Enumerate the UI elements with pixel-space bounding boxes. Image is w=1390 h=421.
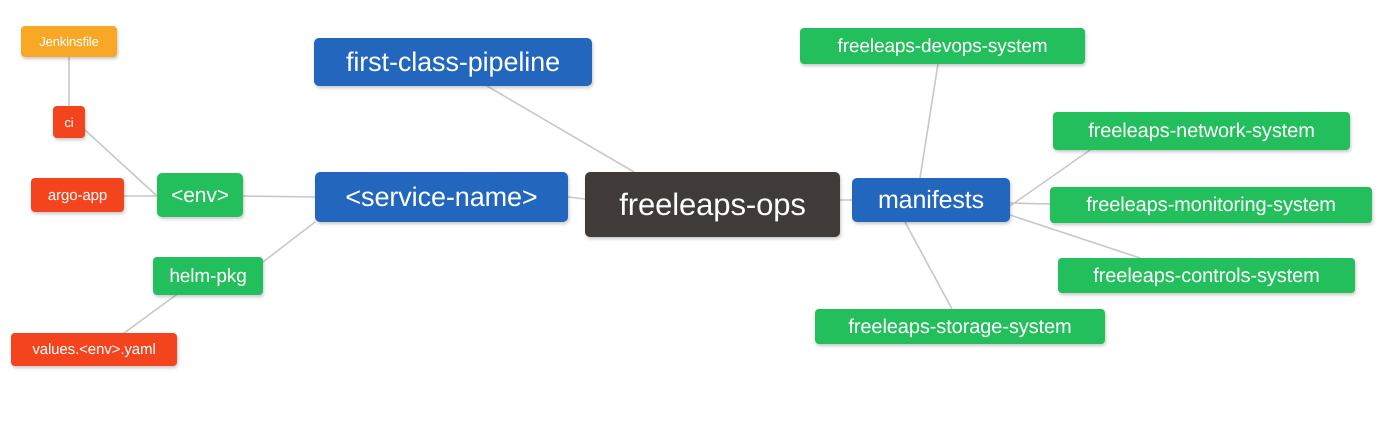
edge-pipeline-ops: [486, 85, 635, 173]
node-label-freeleaps-ops: freeleaps-ops: [619, 187, 806, 222]
node-label-argo-app: argo-app: [47, 186, 108, 204]
edge-manifests-storage: [904, 221, 953, 310]
node-freeleaps-storage-system[interactable]: freeleaps-storage-system: [815, 309, 1105, 344]
node-manifests[interactable]: manifests: [852, 178, 1010, 222]
edge-manifests-devops: [919, 63, 939, 179]
node-label-freeleaps-network-system: freeleaps-network-system: [1088, 120, 1315, 142]
node-freeleaps-network-system[interactable]: freeleaps-network-system: [1053, 112, 1350, 150]
node-label-first-class-pipeline: first-class-pipeline: [345, 46, 561, 77]
node-freeleaps-ops[interactable]: freeleaps-ops: [585, 172, 840, 237]
node-first-class-pipeline[interactable]: first-class-pipeline: [314, 38, 592, 86]
edge-manifests-monitoring: [1009, 202, 1051, 205]
node-label-freeleaps-storage-system: freeleaps-storage-system: [848, 315, 1072, 338]
node-service-name[interactable]: <service-name>: [315, 172, 568, 222]
node-label-ci: ci: [64, 114, 74, 130]
node-freeleaps-devops-system[interactable]: freeleaps-devops-system: [800, 28, 1085, 64]
node-jenkinsfile[interactable]: Jenkinsfile: [21, 26, 117, 57]
node-label-jenkinsfile: Jenkinsfile: [39, 34, 99, 49]
edge-helmpkg-values: [119, 294, 177, 337]
edge-servicename-helmpkg: [262, 221, 316, 263]
node-label-manifests: manifests: [877, 185, 985, 214]
node-label-values-yaml: values.<env>.yaml: [32, 341, 156, 358]
node-ci[interactable]: ci: [53, 106, 85, 138]
node-label-env: <env>: [171, 183, 229, 207]
node-label-freeleaps-devops-system: freeleaps-devops-system: [837, 35, 1048, 57]
node-helm-pkg[interactable]: helm-pkg: [153, 257, 263, 295]
node-label-freeleaps-monitoring-system: freeleaps-monitoring-system: [1086, 194, 1336, 216]
node-values-yaml[interactable]: values.<env>.yaml: [11, 333, 177, 366]
node-argo-app[interactable]: argo-app: [31, 178, 124, 212]
node-env[interactable]: <env>: [157, 173, 243, 217]
edge-env-servicename: [242, 195, 316, 198]
node-freeleaps-controls-system[interactable]: freeleaps-controls-system: [1058, 258, 1355, 293]
node-label-freeleaps-controls-system: freeleaps-controls-system: [1093, 264, 1320, 287]
node-freeleaps-monitoring-system[interactable]: freeleaps-monitoring-system: [1050, 187, 1372, 223]
node-label-helm-pkg: helm-pkg: [169, 265, 247, 287]
edge-servicename-ops: [567, 196, 586, 200]
node-label-service-name: <service-name>: [345, 181, 538, 212]
